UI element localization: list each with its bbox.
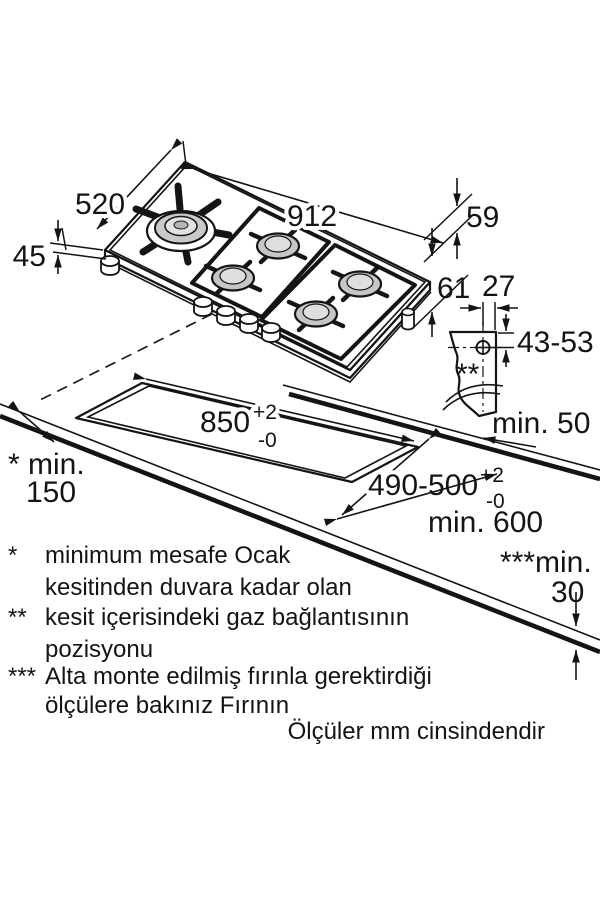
worktop-front-edge-top — [0, 403, 600, 641]
units-note: Ölçüler mm cinsindendir — [288, 718, 545, 745]
ext-profile-bottom — [411, 274, 469, 330]
pan-support-frame-right — [259, 243, 417, 361]
dim-912-label: 912 — [287, 200, 337, 233]
footnote-marker: ** — [8, 604, 27, 631]
break-line — [445, 383, 504, 403]
gas-marker-label: ** — [456, 358, 480, 391]
burner — [330, 265, 390, 303]
left-extension-tick — [61, 227, 67, 251]
footnote-text: pozisyonu — [45, 636, 153, 663]
dim-61-label: 61 — [437, 272, 470, 305]
cutout-dimensions: 850 +2 -0 490-500 +2 -0 * min. 150 min. … — [8, 372, 592, 680]
apex-extension-tick — [182, 140, 187, 166]
min-30-label-2: 30 — [551, 576, 584, 609]
wok-center — [173, 220, 189, 230]
dim-line-min50 — [482, 436, 537, 448]
footnote-text: ölçülere bakınız Fırının — [45, 692, 289, 719]
hob — [100, 160, 432, 383]
footnote-marker: *** — [8, 663, 36, 690]
control-knobs — [100, 255, 281, 343]
dim-line-min150 — [8, 400, 55, 443]
wall-dashed-line — [39, 305, 229, 401]
dim-43-53-label: 43-53 — [517, 326, 594, 359]
control-knob — [216, 305, 236, 326]
dim-59-label: 59 — [466, 201, 499, 234]
min-150-label-1: * min. — [8, 448, 85, 481]
burner — [286, 295, 346, 333]
min-50-label: min. 50 — [492, 407, 590, 440]
dim-850-tol-minus: -0 — [258, 429, 277, 452]
min-600-label: min. 600 — [428, 506, 543, 539]
dimension-lines: 520 912 45 59 61 — [13, 138, 499, 337]
min-30-label-1: ***min. — [500, 546, 592, 579]
dim-45-label: 45 — [13, 240, 46, 273]
footnotes: * minimum mesafe Ocak kesitinden duvara … — [8, 542, 545, 745]
ext-45-bottom — [52, 251, 107, 260]
footnote-text: kesit içerisindeki gaz bağlantısının — [45, 604, 409, 631]
burner — [203, 259, 263, 297]
gas-connection-detail: ** 27 43-53 — [442, 270, 594, 418]
footnote-text: minimum mesafe Ocak — [45, 542, 291, 569]
dim-490-500-label: 490-500 — [368, 469, 478, 502]
dim-850-label: 850 — [200, 406, 250, 439]
dim-27-label: 27 — [482, 270, 515, 303]
min-150-label-2: 150 — [26, 476, 76, 509]
control-knob — [261, 322, 281, 343]
break-line — [442, 391, 501, 411]
ext-45-top — [49, 242, 104, 251]
footnote-text: Alta monte edilmiş fırınla gerektirdiği — [45, 663, 432, 690]
worktop-front-edge-bottom — [0, 413, 600, 655]
control-knob — [239, 313, 259, 334]
hob-foot — [401, 307, 415, 331]
dim-line-912 — [180, 161, 444, 244]
dim-line-520 — [96, 138, 183, 230]
dim-520-label: 520 — [75, 188, 125, 221]
control-knob — [193, 296, 213, 317]
footnote-marker: * — [8, 542, 17, 569]
dim-line-min600 — [323, 473, 498, 527]
footnote-text: kesitinden duvara kadar olan — [45, 574, 352, 601]
dim-850-tol-plus: +2 — [253, 401, 277, 424]
